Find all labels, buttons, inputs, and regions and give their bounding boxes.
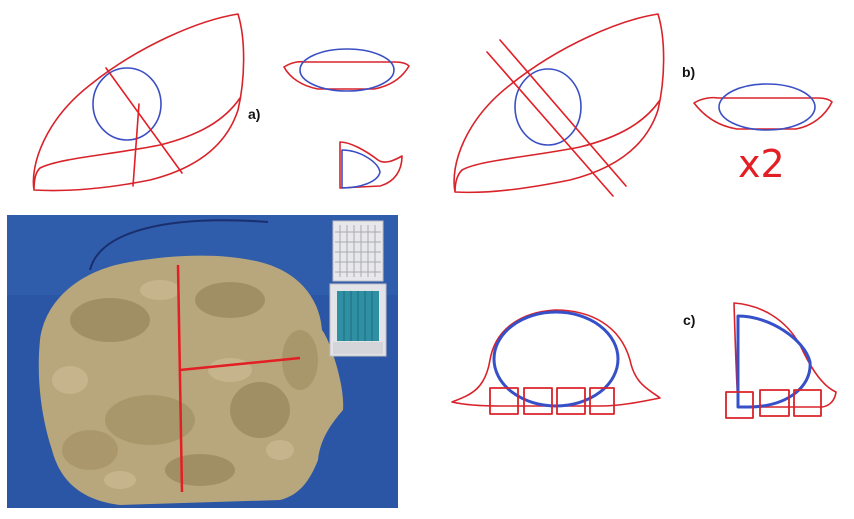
cut-line-b1	[487, 52, 613, 196]
specimen-photo	[7, 215, 398, 508]
panel-a	[33, 14, 409, 191]
tumor-section-a-upper	[300, 49, 394, 91]
tumor-section-a-lower	[342, 150, 380, 188]
label-c: c)	[683, 312, 695, 328]
specimen-outline-b	[454, 14, 664, 192]
cut-line-b2	[500, 40, 626, 186]
panel-c	[452, 303, 836, 418]
label-a: a)	[248, 106, 260, 122]
cut-line-a1	[106, 68, 182, 173]
label-b: b)	[682, 64, 695, 80]
cross-section-c-left	[452, 310, 660, 406]
tumor-section-c-right	[738, 316, 810, 407]
label-multiplier: x2	[738, 142, 785, 186]
cross-section-b	[694, 98, 832, 129]
tumor-section-c-left	[494, 312, 618, 406]
tumor-section-b	[719, 84, 815, 130]
tumor-ellipse-b	[515, 69, 581, 145]
block-c-right-3	[794, 390, 821, 416]
cut-line-a2	[133, 104, 139, 186]
tissue-cassette	[330, 221, 386, 356]
specimen-outline-a	[33, 14, 243, 191]
cross-section-a-upper	[284, 62, 409, 89]
